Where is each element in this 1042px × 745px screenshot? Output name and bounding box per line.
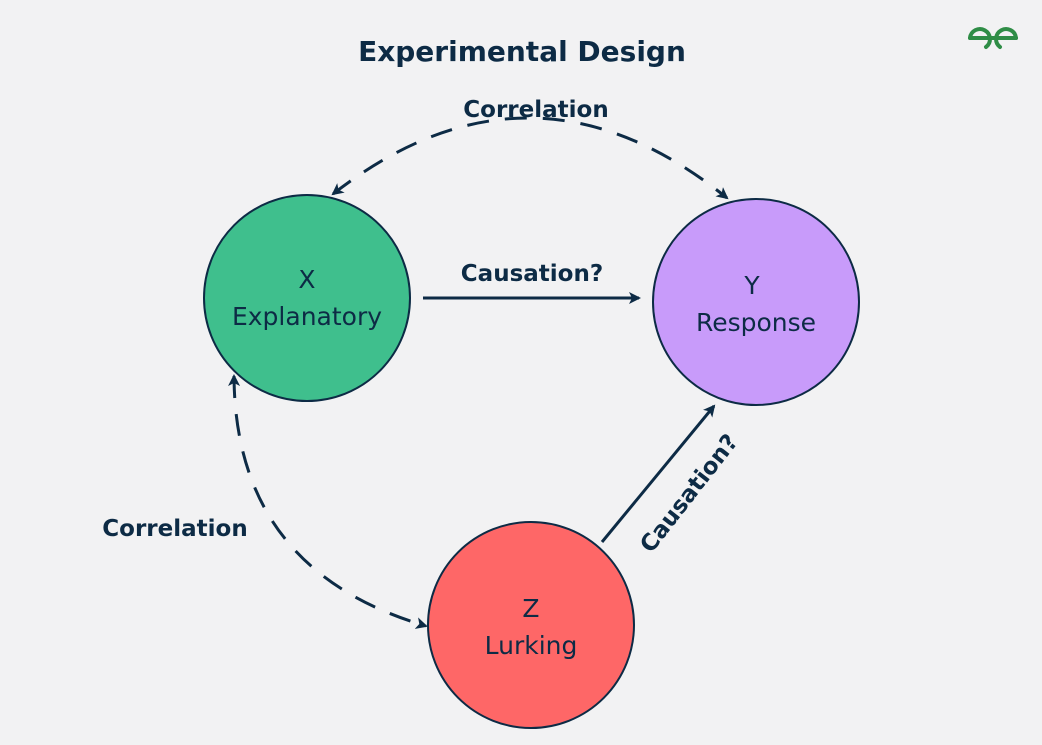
node-y-name: Response: [696, 308, 816, 337]
node-z-circle: [427, 521, 635, 729]
node-z-name: Lurking: [485, 631, 578, 660]
diagram-title: Experimental Design: [358, 35, 686, 68]
edge-label-x-y-causation: Causation?: [461, 261, 603, 287]
node-z-lurking: Z Lurking: [427, 521, 635, 729]
edge-label-x-y-correlation: Correlation: [463, 97, 608, 123]
node-x-name: Explanatory: [232, 302, 382, 331]
node-x-circle: [203, 194, 411, 402]
edge-x-z-correlation: [228, 374, 428, 629]
gfg-logo-icon: [968, 27, 1018, 49]
node-x-explanatory: X Explanatory: [203, 194, 411, 402]
node-x-letter: X: [298, 265, 315, 294]
node-y-circle: [652, 198, 860, 406]
node-y-letter: Y: [743, 271, 760, 300]
edge-z-y-causation: [600, 404, 716, 543]
node-y-response: Y Response: [652, 198, 860, 406]
node-z-letter: Z: [522, 594, 539, 623]
edge-label-x-z-correlation: Correlation: [102, 516, 247, 542]
